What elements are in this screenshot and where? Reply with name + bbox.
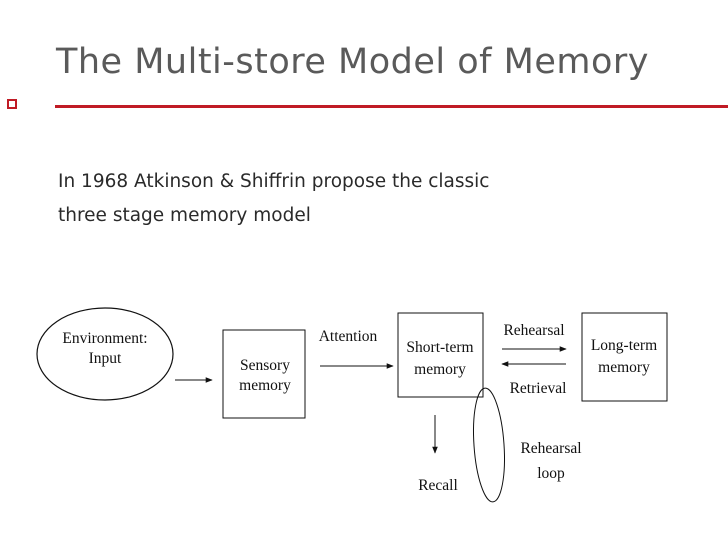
short-term-label: Short-term (406, 339, 473, 356)
sensory-memory-label: memory (239, 377, 291, 394)
environment-label: Environment: (62, 330, 147, 347)
rehearsal-label: Rehearsal (503, 322, 564, 339)
long-term-label: Long-term (591, 337, 657, 354)
body-line-1: In 1968 Atkinson & Shiffrin propose the … (58, 171, 490, 192)
loop-label: loop (537, 465, 565, 482)
long-term-memory-label: memory (598, 359, 650, 376)
slide-body: In 1968 Atkinson & Shiffrin propose the … (58, 165, 618, 233)
rehearsal-loop-label: Rehearsal (520, 440, 581, 457)
long-term-memory-box (581, 312, 668, 402)
sensory-memory-box (222, 329, 306, 419)
short-term-memory-box (397, 312, 484, 398)
slide-title: The Multi-store Model of Memory (56, 42, 649, 82)
rehearsal-loop (473, 387, 505, 503)
retrieval-label: Retrieval (510, 380, 567, 397)
input-label: Input (89, 350, 122, 367)
title-divider (55, 105, 728, 108)
corner-square-icon (7, 99, 17, 109)
sensory-label: Sensory (240, 357, 290, 374)
recall-label: Recall (418, 477, 458, 494)
short-term-memory-label: memory (414, 361, 466, 378)
environment-input-node (36, 307, 174, 401)
attention-label: Attention (319, 328, 378, 345)
body-line-2: three stage memory model (58, 205, 311, 226)
